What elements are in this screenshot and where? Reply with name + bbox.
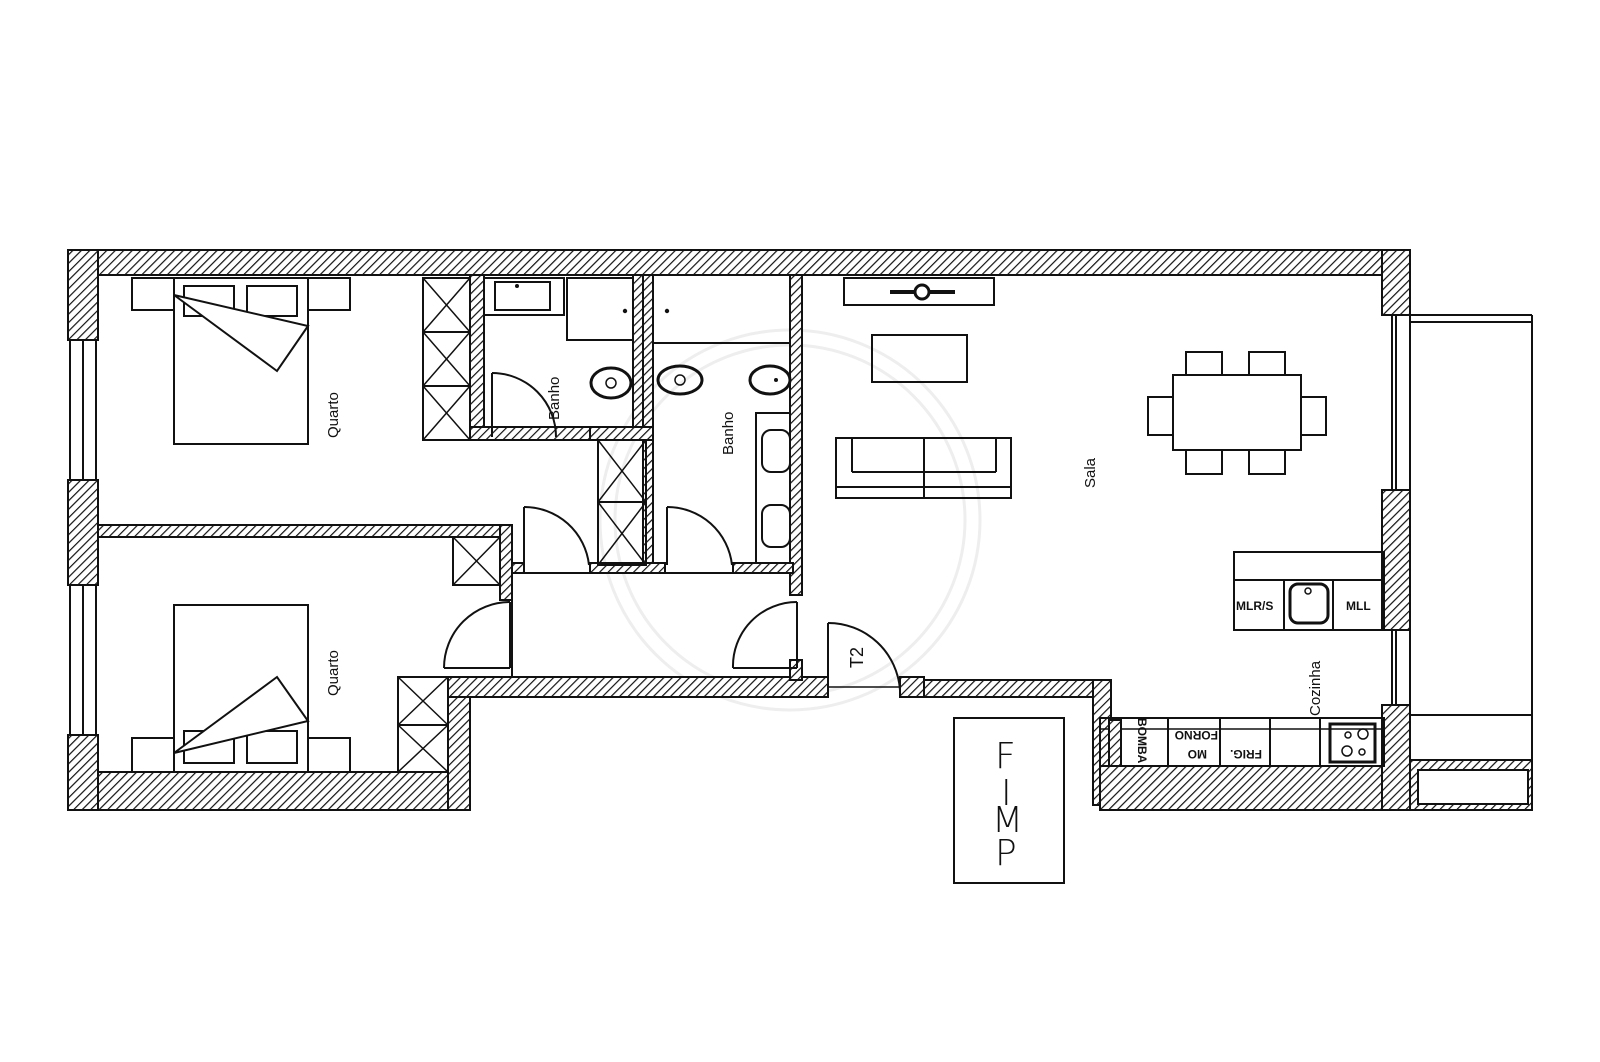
room-label-banho-1: Banho: [546, 377, 563, 420]
bathroom-2-fixtures: [653, 308, 792, 566]
wardrobes: [397, 277, 647, 773]
stair-letter-f: F: [995, 736, 1016, 777]
room-label-quarto-2: Quarto: [325, 650, 342, 696]
kitchen-label-forno: FORNO: [1175, 728, 1218, 742]
stair-letter-m: M: [992, 800, 1023, 841]
balcony: [1409, 314, 1533, 811]
kitchen-label-bomba: BOMBA: [1135, 718, 1149, 764]
kitchen-label-mlrs: MLR/S: [1236, 599, 1273, 613]
exterior-walls: [67, 249, 1411, 811]
living-room-furniture: [835, 277, 1327, 499]
bedroom-2-bed: [131, 604, 351, 773]
interior-walls: [97, 274, 803, 681]
stair-letter-p: P: [995, 833, 1017, 874]
kitchen-label-mll: MLL: [1346, 599, 1371, 613]
stair-box: [953, 717, 1065, 884]
stair-letter-i: I: [1001, 773, 1012, 814]
bathroom-1-fixtures: [483, 277, 634, 438]
kitchen-label-frig: FRIG.: [1230, 747, 1262, 761]
kitchen-counter: [1099, 717, 1385, 767]
room-label-quarto-1: Quarto: [325, 392, 342, 438]
typology-label: T2: [847, 647, 867, 668]
interior-doors: [443, 505, 901, 691]
room-label-sala: Sala: [1082, 457, 1099, 488]
kitchen-island: [1233, 551, 1385, 631]
room-label-cozinha: Cozinha: [1307, 660, 1324, 716]
bedroom-1-bed: [131, 277, 351, 445]
room-label-banho-2: Banho: [720, 412, 737, 455]
kitchen-label-mo: MO: [1188, 747, 1207, 761]
